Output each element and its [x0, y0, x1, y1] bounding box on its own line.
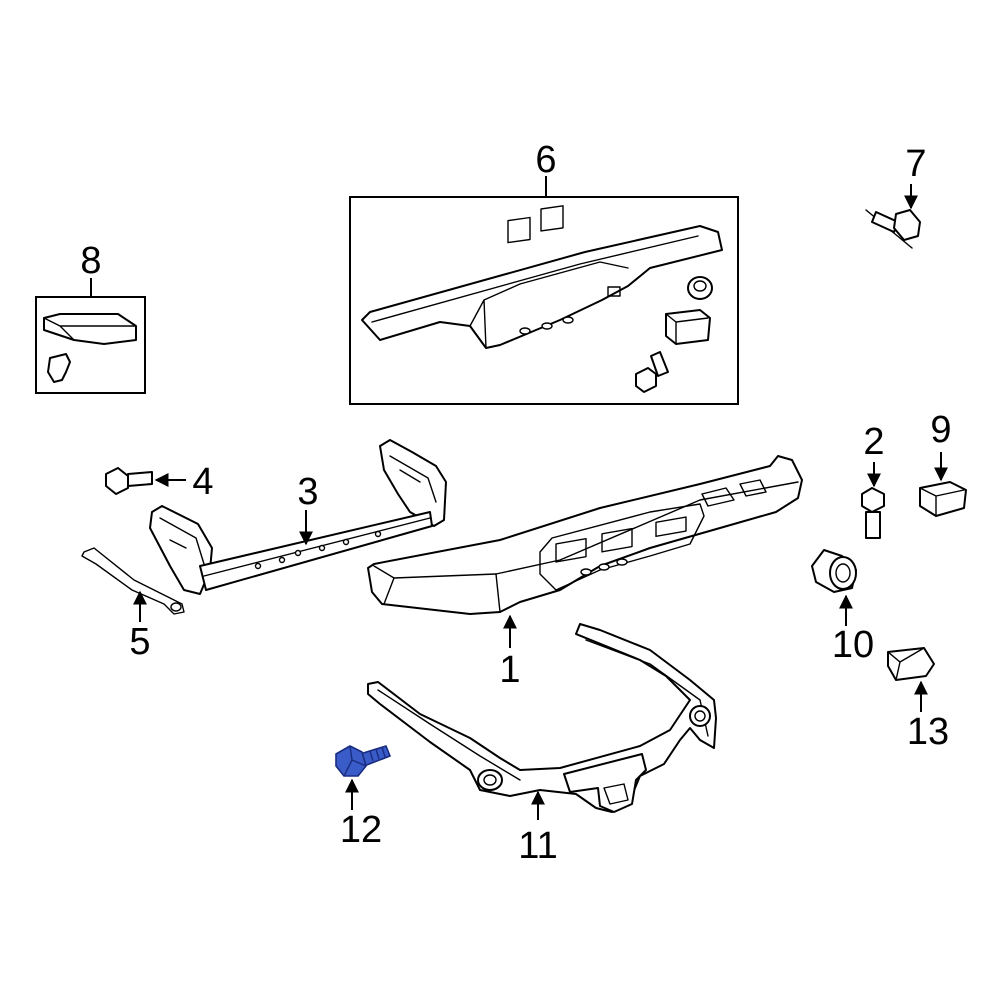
part-1-corner-detail [701, 479, 767, 507]
step-pad-bolt-head [635, 367, 657, 393]
part-2-shank [865, 511, 881, 539]
callout-3: 3 [297, 471, 318, 513]
part-12-bolt-group[interactable]: 12 [335, 745, 391, 851]
part-1-slot-2 [601, 527, 633, 553]
callout-2: 2 [863, 421, 884, 463]
part-12-threads [369, 746, 386, 762]
callout-9: 9 [930, 409, 951, 451]
part-1-hole-3 [616, 558, 628, 566]
part-11-receiver-tube [603, 783, 629, 805]
part-5-strap-group[interactable]: 5 [81, 547, 185, 663]
part-10-hole [835, 563, 851, 583]
callout-13: 13 [907, 711, 949, 753]
part-3-hole-3 [294, 549, 302, 557]
part-1-upper-edge [373, 481, 799, 579]
part-4-shank [127, 471, 153, 487]
part-3-beam-edge [203, 517, 431, 577]
callout-12: 12 [340, 809, 382, 851]
callout-4: 4 [192, 461, 213, 503]
part-8-clip [47, 353, 71, 383]
part-6-frame [349, 196, 739, 405]
part-10-cushion-group[interactable]: 10 [811, 549, 874, 666]
part-11-receiver [563, 753, 647, 813]
part-11-left-mount-hole [483, 774, 497, 786]
part-12-head-facets [343, 745, 367, 777]
step-pad [361, 225, 723, 349]
part-1-slot-3 [655, 516, 687, 538]
step-pad-spacer-detail [665, 313, 709, 345]
part-2-bolt-group[interactable]: 2 [861, 421, 885, 539]
part-6-step-pad-group[interactable]: 6 [349, 139, 739, 405]
part-9-retainer-group[interactable]: 9 [919, 409, 967, 517]
callout-7: 7 [905, 143, 926, 185]
step-pad-spacer [665, 309, 711, 345]
part-1-end-detail [383, 573, 501, 613]
part-13-detail [887, 647, 925, 681]
part-5-eye [170, 602, 182, 612]
step-pad-bolt-shank [650, 351, 669, 377]
step-pad-slot-small [607, 286, 621, 297]
part-13-body [887, 647, 935, 681]
part-3-right-bracket-detail [389, 455, 437, 503]
part-7-shank [871, 211, 899, 233]
step-pad-detail [371, 235, 699, 349]
part-1-hole-2 [598, 563, 610, 571]
part-1-bumper-group[interactable]: 1 [367, 455, 803, 691]
part-7-head [893, 209, 921, 241]
part-13-stopper-group[interactable]: 13 [887, 647, 949, 753]
part-8-cover-group[interactable]: 8 [35, 240, 146, 394]
part-8-cover [43, 313, 137, 345]
part-9-detail [919, 487, 965, 517]
callout-5: 5 [129, 621, 150, 663]
part-2-head [861, 487, 885, 513]
part-1-hole-1 [580, 568, 592, 576]
part-3-reinforcement-group[interactable]: 3 [149, 439, 447, 595]
step-pad-hole-1 [519, 327, 531, 335]
callout-6: 6 [535, 139, 556, 181]
callout-10: 10 [832, 624, 874, 666]
callout-1: 1 [499, 649, 520, 691]
part-8-cover-detail [43, 317, 137, 341]
step-pad-slot-right [540, 205, 564, 232]
step-pad-hole-3 [562, 316, 574, 324]
part-7-bolt-group[interactable]: 7 [865, 143, 927, 249]
part-4-bolt-group[interactable]: 4 [105, 461, 214, 503]
callout-11: 11 [518, 825, 557, 867]
part-3-left-bracket-detail [159, 517, 205, 565]
part-9-body [919, 481, 967, 517]
part-11-right-mount-hole [694, 710, 706, 722]
part-3-hole-2 [278, 556, 286, 564]
step-pad-hole-2 [541, 322, 553, 330]
part-3-hole-4 [318, 544, 326, 552]
part-3-hole-1 [254, 562, 262, 570]
step-pad-nut-hole [693, 280, 707, 292]
callout-8: 8 [80, 240, 101, 282]
part-3-right-bracket [379, 439, 447, 527]
part-3-hole-5 [342, 538, 350, 546]
part-1-step-recess [539, 503, 705, 591]
part-11-hitch-group[interactable]: 11 [367, 623, 717, 867]
part-1-slot-1 [555, 537, 587, 563]
step-pad-slot-left [507, 216, 531, 244]
part-3-beam [199, 511, 433, 591]
part-5-strap [81, 547, 185, 615]
part-3-hole-6 [374, 530, 382, 538]
part-4-head [105, 467, 129, 495]
